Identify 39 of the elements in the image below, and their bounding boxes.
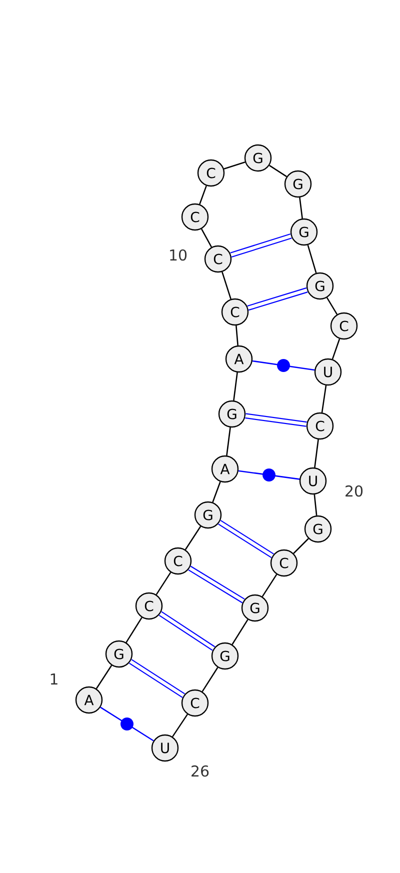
base-pair-line — [238, 468, 300, 482]
base-pair-line — [247, 287, 308, 311]
backbone-line — [226, 427, 231, 456]
backbone-line — [232, 619, 248, 645]
base-pair-line — [128, 659, 186, 698]
position-number: 10 — [170, 249, 187, 261]
position-number: 26 — [192, 765, 209, 777]
base-pair-line — [252, 359, 315, 372]
backbone-line — [199, 186, 207, 204]
backbone-line — [202, 667, 218, 692]
backbone-line — [314, 439, 319, 468]
backbone-line — [184, 526, 202, 550]
backbone-line — [233, 372, 238, 401]
backbone-line — [126, 617, 142, 643]
backbone-line — [332, 338, 340, 360]
backbone-line — [307, 244, 317, 274]
backbone-line — [96, 665, 112, 689]
base-pair-line — [230, 234, 292, 258]
backbone-line — [212, 482, 221, 502]
backbone-line — [222, 272, 232, 300]
base-pair-line — [218, 520, 274, 558]
backbone-line — [326, 297, 338, 315]
backbone-line — [172, 714, 188, 738]
backbone-line — [293, 538, 309, 554]
base-pair-line — [245, 413, 307, 427]
backbone-line — [299, 197, 303, 219]
backbone-line — [156, 572, 172, 595]
position-number: 1 — [50, 674, 58, 684]
base-pair-line — [188, 566, 245, 604]
base-pair-line — [100, 706, 154, 742]
backbone-line — [224, 162, 246, 170]
backbone-line — [200, 228, 212, 248]
backbone-line — [269, 164, 287, 178]
backbone-line — [314, 494, 318, 516]
backbone-line — [321, 385, 327, 413]
position-number: 20 — [346, 485, 363, 497]
backbone-line — [262, 574, 278, 597]
base-pair-line — [158, 611, 216, 651]
backbone-line — [236, 326, 238, 346]
